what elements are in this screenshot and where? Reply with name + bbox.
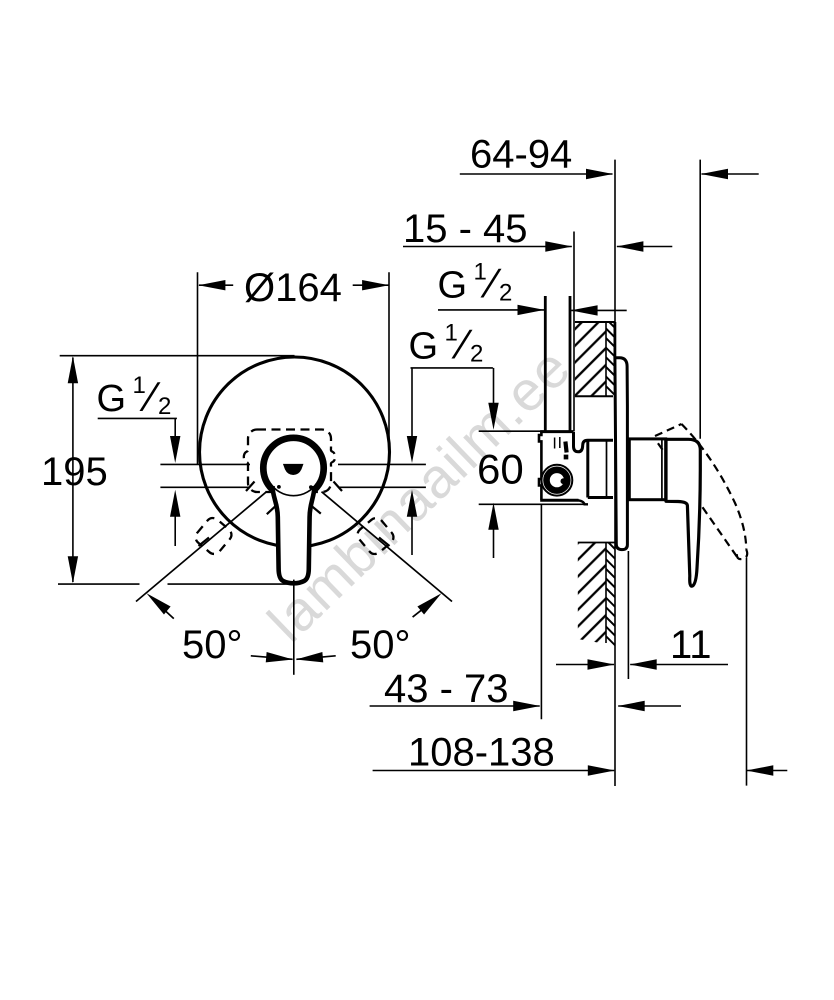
svg-text:G: G [409,326,439,368]
svg-text:43 - 73: 43 - 73 [384,667,509,711]
svg-text:Ø164: Ø164 [244,266,342,310]
svg-text:64-94: 64-94 [470,133,572,177]
svg-text:108-138: 108-138 [408,731,555,775]
svg-text:195: 195 [41,450,108,494]
svg-text:2: 2 [158,393,171,420]
svg-text:1: 1 [474,259,487,286]
svg-text:15 - 45: 15 - 45 [403,207,528,251]
svg-text:50°: 50° [182,623,243,667]
svg-text:60: 60 [477,446,524,493]
svg-text:2: 2 [499,280,512,307]
svg-text:11: 11 [670,623,712,667]
svg-text:1: 1 [445,320,458,347]
svg-text:1: 1 [133,372,146,399]
svg-text:50°: 50° [350,623,411,667]
svg-text:G: G [97,378,127,420]
svg-text:2: 2 [470,341,483,368]
svg-text:G: G [438,265,468,307]
